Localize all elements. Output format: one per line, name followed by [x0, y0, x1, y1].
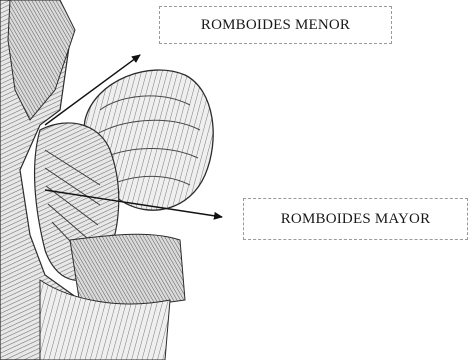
latissimus-band [70, 234, 185, 307]
label-romboides-mayor: ROMBOIDES MAYOR [243, 198, 468, 240]
label-romboides-menor: ROMBOIDES MENOR [159, 6, 392, 44]
